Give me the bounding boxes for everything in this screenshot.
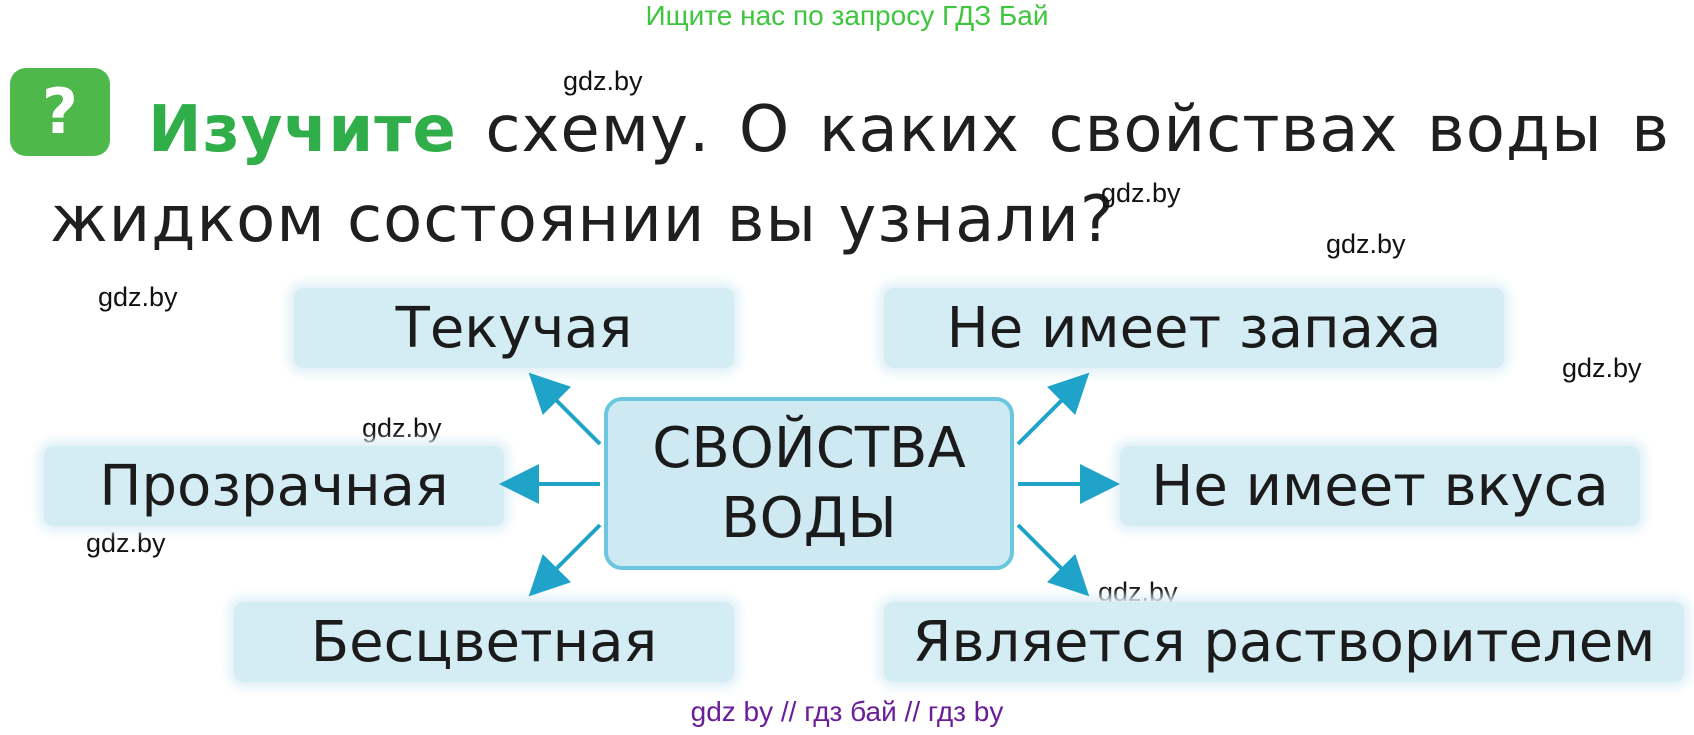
question-word: воды	[1426, 93, 1603, 167]
question-word: каких	[818, 93, 1020, 167]
watermark: gdz.by	[1101, 178, 1181, 208]
property-box-colorless: Бесцветная	[234, 602, 734, 682]
property-box-transparent: Прозрачная	[44, 446, 504, 526]
property-box-odorless: Не имеет запаха	[884, 288, 1504, 368]
question-line-2: жидком состоянии вы узнали?	[50, 183, 1115, 257]
question-word: свойствах	[1048, 93, 1399, 167]
center-box-water-properties: СВОЙСТВА ВОДЫ	[604, 397, 1014, 570]
property-box-solvent: Является растворителем	[884, 602, 1684, 682]
property-box-tasteless: Не имеет вкуса	[1120, 446, 1640, 526]
question-accent-word: Изучите	[148, 93, 457, 167]
question-line-1: Изучите схему. О каких свойствах воды в	[50, 84, 1670, 176]
question-badge-icon: ?	[10, 68, 110, 156]
header-search-link[interactable]: Ищите нас по запросу ГДЗ Бай	[645, 0, 1049, 31]
question-word: схему.	[485, 93, 711, 167]
watermark: gdz.by	[563, 66, 643, 96]
arrow-to-solvent	[1016, 523, 1090, 597]
property-box-fluid: Текучая	[294, 288, 734, 368]
question-word: в	[1631, 93, 1670, 167]
arrow-to-colorless	[528, 523, 602, 597]
watermark: gdz.by	[98, 282, 178, 312]
footer-link[interactable]: gdz by // гдз бай // гдз by	[690, 696, 1004, 727]
center-box-line-2: ВОДЫ	[721, 485, 897, 551]
watermark: gdz.by	[362, 413, 442, 443]
watermark: gdz.by	[86, 528, 166, 558]
center-box-line-1: СВОЙСТВА	[652, 415, 966, 481]
question-text: Изучите схему. О каких свойствах воды в …	[50, 84, 1670, 266]
watermark: gdz.by	[1562, 353, 1642, 383]
arrow-to-fluid	[528, 372, 602, 446]
watermark: gdz.by	[1326, 229, 1406, 259]
question-word: О	[738, 93, 791, 167]
arrow-to-odorless	[1016, 372, 1090, 446]
